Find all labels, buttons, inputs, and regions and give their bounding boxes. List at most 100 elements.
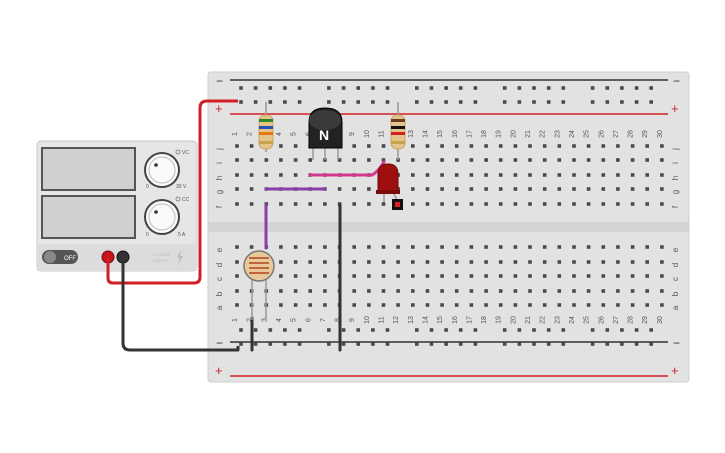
breadboard-hole[interactable] [239,328,243,332]
breadboard-hole[interactable] [586,303,591,307]
breadboard-hole[interactable] [458,100,463,104]
breadboard-hole[interactable] [337,187,342,191]
breadboard-hole[interactable] [425,173,430,177]
breadboard-hole[interactable] [528,303,532,307]
breadboard-hole[interactable] [249,187,254,191]
breadboard-hole[interactable] [425,158,430,162]
power-supply[interactable]: VC CC 0 30 V 0 5 A OFF VOLTAGE SUPPLY [36,140,198,272]
breadboard-hole[interactable] [440,187,444,191]
breadboard-hole[interactable] [371,328,375,332]
breadboard-hole[interactable] [601,202,606,206]
breadboard-hole[interactable] [590,100,595,104]
breadboard-hole[interactable] [528,245,532,249]
breadboard-hole[interactable] [572,144,576,148]
breadboard-hole[interactable] [484,245,488,249]
breadboard-hole[interactable] [396,289,400,293]
breadboard-hole[interactable] [660,245,664,249]
breadboard-hole[interactable] [367,245,371,249]
breadboard-hole[interactable] [341,342,346,346]
breadboard-hole[interactable] [327,100,331,104]
breadboard-hole[interactable] [235,289,239,293]
breadboard-hole[interactable] [293,173,298,177]
breadboard-hole[interactable] [586,260,591,264]
breadboard-hole[interactable] [645,289,649,293]
breadboard-hole[interactable] [308,158,312,162]
breadboard-hole[interactable] [528,260,532,264]
breadboard-hole[interactable] [532,328,536,332]
breadboard-hole[interactable] [444,100,448,104]
breadboard-hole[interactable] [586,173,591,177]
breadboard-hole[interactable] [279,158,283,162]
breadboard-hole[interactable] [356,328,360,332]
breadboard-hole[interactable] [572,303,576,307]
breadboard-hole[interactable] [586,274,591,278]
breadboard-hole[interactable] [425,274,430,278]
breadboard-hole[interactable] [385,86,390,90]
breadboard-hole[interactable] [356,86,360,90]
breadboard-hole[interactable] [381,144,386,148]
breadboard-hole[interactable] [352,158,356,162]
breadboard-hole[interactable] [502,86,507,90]
breadboard-hole[interactable] [341,328,346,332]
breadboard-hole[interactable] [352,260,356,264]
breadboard-hole[interactable] [645,187,649,191]
breadboard-hole[interactable] [660,289,664,293]
breadboard-hole[interactable] [498,274,503,278]
breadboard-hole[interactable] [356,342,360,346]
breadboard-hole[interactable] [513,144,518,148]
breadboard-hole[interactable] [327,342,331,346]
breadboard-hole[interactable] [484,187,488,191]
breadboard-hole[interactable] [235,245,239,249]
breadboard-hole[interactable] [542,202,547,206]
breadboard-hole[interactable] [660,173,664,177]
breadboard-hole[interactable] [586,289,591,293]
breadboard-hole[interactable] [440,260,444,264]
breadboard-hole[interactable] [293,245,298,249]
breadboard-hole[interactable] [557,173,562,177]
breadboard-hole[interactable] [367,289,371,293]
breadboard-hole[interactable] [484,202,488,206]
breadboard-hole[interactable] [239,342,243,346]
breadboard-hole[interactable] [484,289,488,293]
breadboard-hole[interactable] [630,303,635,307]
breadboard-hole[interactable] [630,173,635,177]
breadboard-hole[interactable] [528,187,532,191]
breadboard-hole[interactable] [323,303,327,307]
breadboard-hole[interactable] [586,158,591,162]
breadboard-hole[interactable] [411,158,415,162]
breadboard-hole[interactable] [352,289,356,293]
breadboard-hole[interactable] [498,303,503,307]
breadboard-hole[interactable] [542,303,547,307]
breadboard-hole[interactable] [411,144,415,148]
breadboard-hole[interactable] [572,187,576,191]
breadboard-hole[interactable] [235,158,239,162]
breadboard-hole[interactable] [542,274,547,278]
breadboard-hole[interactable] [546,342,551,346]
breadboard-hole[interactable] [440,289,444,293]
breadboard-hole[interactable] [381,245,386,249]
breadboard-hole[interactable] [293,274,298,278]
breadboard-hole[interactable] [532,100,536,104]
breadboard-hole[interactable] [572,202,576,206]
breadboard-hole[interactable] [517,86,522,90]
breadboard-hole[interactable] [605,100,610,104]
breadboard-hole[interactable] [601,187,606,191]
breadboard-hole[interactable] [620,342,624,346]
breadboard-hole[interactable] [561,328,566,332]
breadboard-hole[interactable] [425,303,430,307]
breadboard-hole[interactable] [381,158,386,162]
breadboard-hole[interactable] [308,274,312,278]
breadboard-hole[interactable] [528,289,532,293]
breadboard-hole[interactable] [249,245,254,249]
breadboard-hole[interactable] [425,202,430,206]
breadboard-hole[interactable] [323,245,327,249]
breadboard-hole[interactable] [440,144,444,148]
breadboard-hole[interactable] [371,342,375,346]
breadboard-hole[interactable] [415,342,419,346]
breadboard-hole[interactable] [337,158,342,162]
breadboard-hole[interactable] [557,202,562,206]
breadboard-hole[interactable] [601,144,606,148]
breadboard-hole[interactable] [586,187,591,191]
breadboard-hole[interactable] [425,245,430,249]
breadboard-hole[interactable] [235,187,239,191]
